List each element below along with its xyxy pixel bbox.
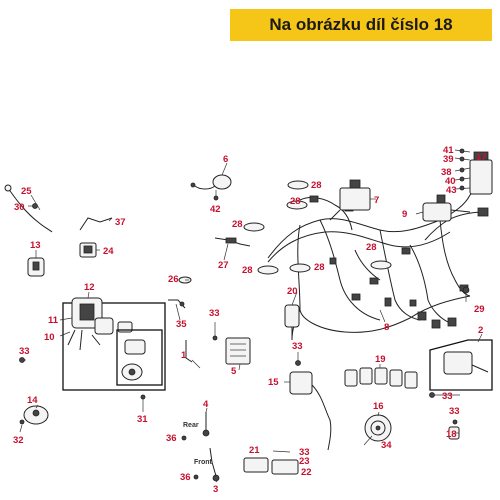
part-relay-box-17 bbox=[469, 151, 493, 195]
bolt-32 bbox=[19, 419, 25, 425]
callout-33-b: 33 bbox=[292, 341, 303, 352]
part-group-2 bbox=[429, 339, 493, 391]
callout-numbers: 6 42 25 30 13 37 24 12 11 10 26 35 27 28… bbox=[13, 145, 487, 495]
callout-2: 2 bbox=[478, 325, 483, 336]
connector-block-19 bbox=[344, 367, 418, 389]
part-coil-9 bbox=[422, 194, 471, 222]
part-front-3 bbox=[193, 447, 220, 482]
part-connector-24 bbox=[79, 242, 97, 258]
part-switch-13 bbox=[27, 257, 45, 277]
callout-42: 42 bbox=[210, 204, 221, 215]
callout-16: 16 bbox=[373, 401, 384, 412]
callout-26: 26 bbox=[168, 274, 179, 285]
callout-33-d: 33 bbox=[442, 391, 453, 402]
part-cable-25 bbox=[4, 184, 53, 233]
callout-28-c: 28 bbox=[232, 219, 243, 230]
callout-28-a: 28 bbox=[311, 180, 322, 191]
part-connector-20 bbox=[284, 304, 300, 340]
callout-21: 21 bbox=[249, 445, 260, 456]
callout-13: 13 bbox=[30, 240, 41, 251]
callout-9: 9 bbox=[402, 209, 407, 220]
callout-11: 11 bbox=[48, 315, 59, 326]
callout-36-b: 36 bbox=[180, 472, 191, 483]
wire-clips bbox=[243, 180, 392, 275]
callout-20: 20 bbox=[287, 286, 298, 297]
part-fuse-27 bbox=[214, 237, 251, 247]
ignition-switch-group bbox=[62, 297, 166, 391]
callout-28-f: 28 bbox=[366, 242, 377, 253]
screw-42 bbox=[213, 190, 219, 201]
part-rear-4 bbox=[181, 412, 210, 441]
callout-33-f: 33 bbox=[299, 447, 310, 458]
callout-40: 40 bbox=[445, 176, 456, 187]
part-relay-6 bbox=[190, 174, 232, 190]
part-sensor-15 bbox=[289, 371, 332, 451]
part-cdi-7 bbox=[329, 179, 371, 221]
callout-30: 30 bbox=[14, 202, 25, 213]
callout-27: 27 bbox=[218, 260, 229, 271]
label-rear: Rear bbox=[183, 422, 199, 429]
part-regulator-5 bbox=[225, 337, 251, 365]
screw-31 bbox=[140, 394, 146, 412]
clip-29 bbox=[462, 286, 470, 302]
callout-18: 18 bbox=[446, 429, 457, 440]
callout-38: 38 bbox=[441, 167, 452, 178]
callout-22: 22 bbox=[301, 467, 312, 478]
callout-33-e: 33 bbox=[449, 406, 460, 417]
callout-33-a: 33 bbox=[209, 308, 220, 319]
callout-8: 8 bbox=[384, 322, 389, 333]
callout-25: 25 bbox=[21, 186, 32, 197]
callout-37: 37 bbox=[115, 217, 126, 228]
callout-28-d: 28 bbox=[242, 265, 253, 276]
callout-28-e: 28 bbox=[314, 262, 325, 273]
connector-22 bbox=[271, 459, 299, 475]
callout-19: 19 bbox=[375, 354, 386, 365]
bolts-33 bbox=[19, 322, 460, 453]
part-cable-37 bbox=[79, 217, 113, 231]
part-horn-mount-14 bbox=[23, 405, 49, 425]
callout-41: 41 bbox=[443, 145, 454, 156]
screws-38-43 bbox=[454, 148, 471, 191]
callout-35: 35 bbox=[176, 319, 187, 330]
callout-5: 5 bbox=[231, 366, 237, 377]
callout-31: 31 bbox=[137, 414, 148, 425]
callout-15: 15 bbox=[268, 377, 279, 388]
callout-23: 23 bbox=[299, 456, 310, 467]
part-number-banner: Na obrázku díl číslo 18 bbox=[230, 9, 492, 41]
bracket-35 bbox=[168, 299, 186, 309]
leader-lines bbox=[19, 155, 483, 483]
callout-7: 7 bbox=[374, 195, 379, 206]
connector-21 bbox=[243, 457, 269, 473]
callout-1: 1 bbox=[181, 350, 187, 361]
callout-32: 32 bbox=[13, 435, 24, 446]
callout-17: 17 bbox=[476, 152, 487, 163]
callout-6: 6 bbox=[223, 154, 228, 165]
callout-12: 12 bbox=[84, 282, 95, 293]
callout-24: 24 bbox=[103, 246, 114, 257]
callout-14: 14 bbox=[27, 395, 38, 406]
callout-36-a: 36 bbox=[166, 433, 177, 444]
callout-28-b: 28 bbox=[290, 196, 301, 207]
callout-4: 4 bbox=[203, 399, 209, 410]
part-bracket-1 bbox=[185, 340, 193, 363]
label-front: Front bbox=[194, 459, 213, 466]
screw-30 bbox=[28, 203, 38, 209]
callout-43: 43 bbox=[446, 185, 457, 196]
callout-34: 34 bbox=[381, 440, 392, 451]
callout-33-c: 33 bbox=[19, 346, 30, 357]
part-horn-16 bbox=[364, 414, 392, 442]
banner-text: Na obrázku díl číslo 18 bbox=[269, 15, 453, 34]
callout-39: 39 bbox=[443, 154, 454, 165]
callout-10: 10 bbox=[44, 332, 55, 343]
callout-29: 29 bbox=[474, 304, 485, 315]
callout-3: 3 bbox=[213, 484, 218, 495]
